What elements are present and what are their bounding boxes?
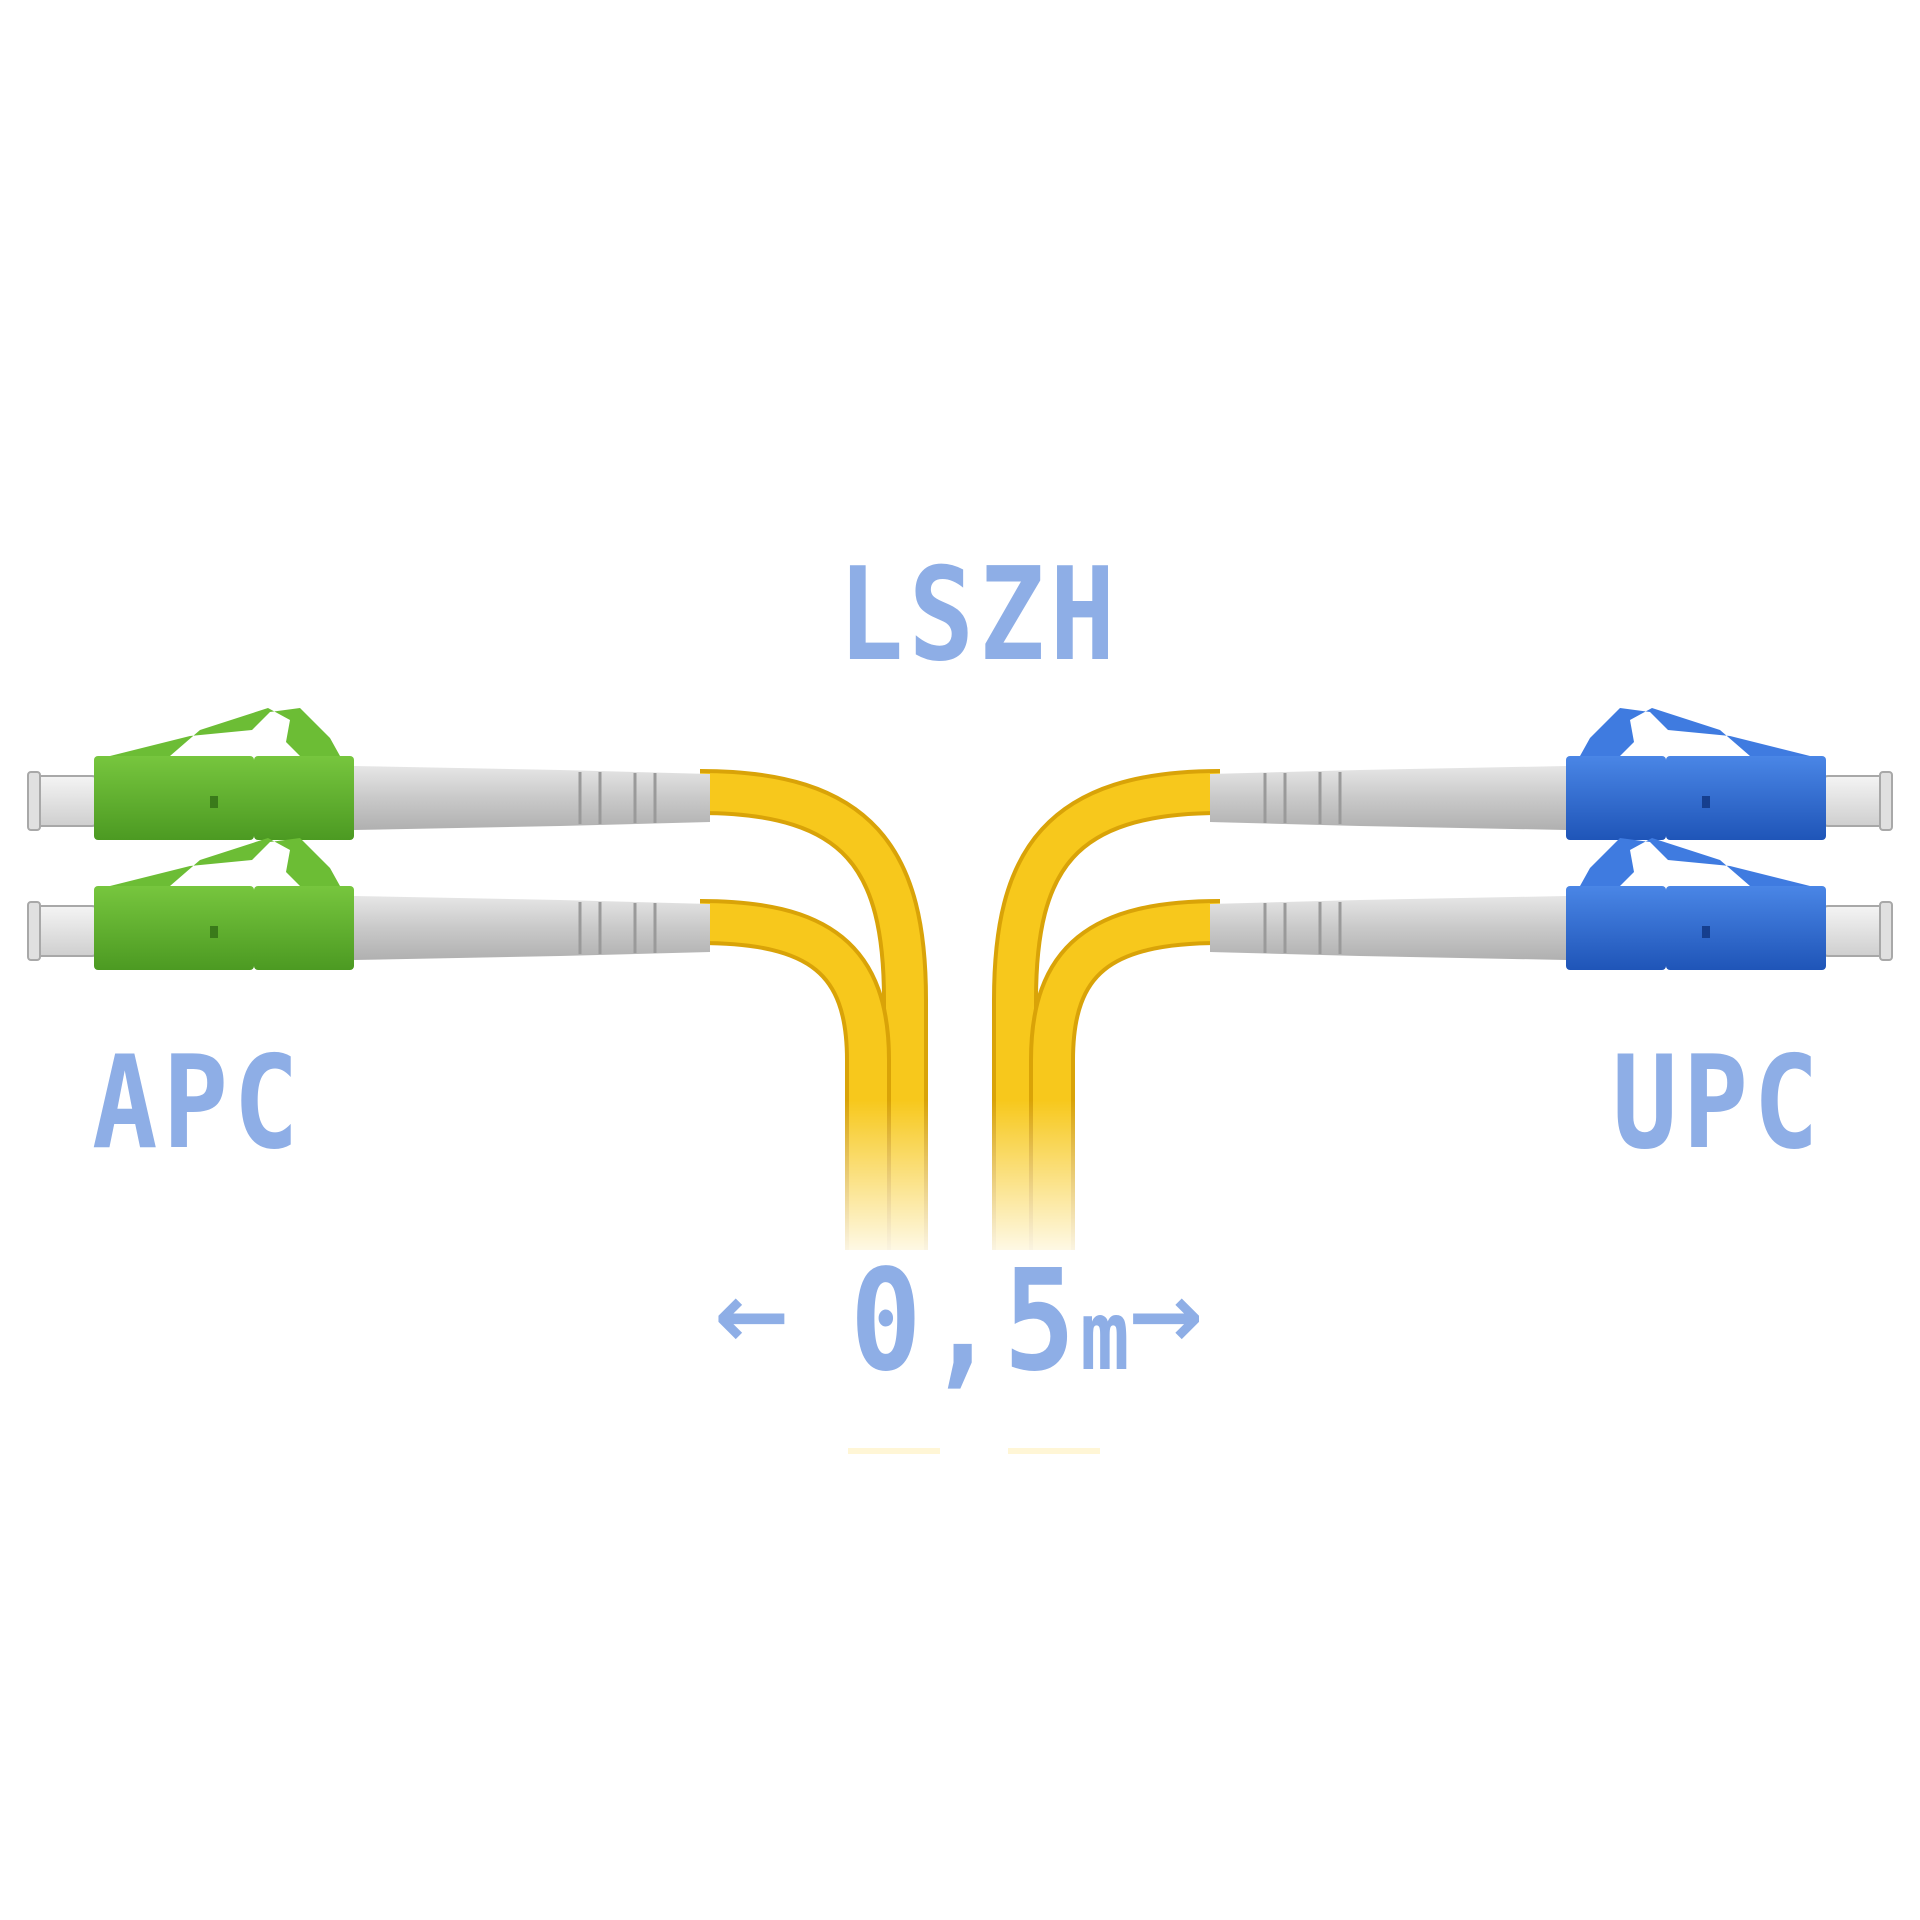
- arrow-left-icon: ←: [714, 1264, 790, 1369]
- connector-left-lower: [27, 838, 710, 970]
- length-value: 0,5: [850, 1240, 1081, 1403]
- cable-length-label: 0,5m: [850, 1252, 1134, 1392]
- cable-right-upper: [992, 769, 1221, 1250]
- cable-left-lower: [699, 899, 891, 1250]
- connector-right-upper: [1210, 708, 1893, 840]
- cable-material-label: LSZH: [838, 541, 1121, 690]
- left-polish-label: APC: [92, 1029, 304, 1178]
- cable-right-lower: [1029, 899, 1221, 1250]
- connector-left-upper: [27, 708, 710, 840]
- right-polish-label: UPC: [1612, 1029, 1824, 1178]
- connector-right-lower: [1210, 838, 1893, 970]
- arrow-right-icon: →: [1128, 1264, 1204, 1369]
- cable-left-upper: [699, 769, 928, 1250]
- length-unit: m: [1080, 1280, 1135, 1392]
